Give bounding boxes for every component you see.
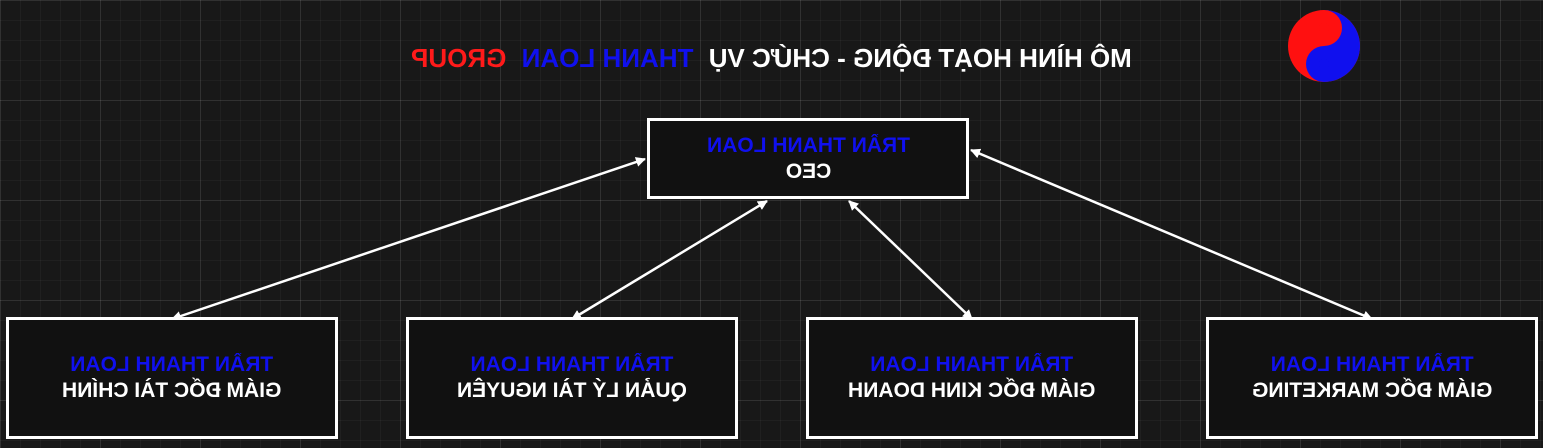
ceo-node: TRẦN THANH LOAN CEO [647,118,969,199]
department-name: TRẦN THANH LOAN [470,353,674,376]
ceo-node-content: TRẦN THANH LOAN CEO [707,133,910,185]
department-name: TRẦN THANH LOAN [1270,353,1474,376]
department-node-content: TRẦN THANH LOAN GIÁM ĐỐC MARKETING [1252,352,1492,404]
department-role: GIÁM ĐỐC MARKETING [1251,379,1493,402]
department-node-content: TRẦN THANH LOAN GIÁM ĐỐC TÀI CHÍNH [62,352,281,404]
connector-ceo-marketing [970,148,1373,321]
department-node-resources: TRẦN THANH LOAN QUẢN LÝ TÀI NGUYÊN [406,317,738,439]
yin-yang-icon [1288,10,1360,82]
department-node-content: TRẦN THANH LOAN GIÁM ĐỐC KINH DOANH [848,352,1095,404]
ceo-role: CEO [785,159,831,183]
department-node-content: TRẦN THANH LOAN QUẢN LÝ TÀI NGUYÊN [457,352,687,404]
department-name: TRẦN THANH LOAN [870,353,1074,376]
department-name: TRẦN THANH LOAN [70,353,274,376]
department-node-finance: TRẦN THANH LOAN GIÁM ĐỐC TÀI CHÍNH [6,317,338,439]
department-role: GIÁM ĐỐC TÀI CHÍNH [62,379,282,402]
department-node-business: TRẦN THANH LOAN GIÁM ĐỐC KINH DOANH [806,317,1138,439]
department-role: GIÁM ĐỐC KINH DOANH [848,379,1096,402]
connector-ceo-business [848,200,973,320]
department-role: QUẢN LÝ TÀI NGUYÊN [457,379,687,402]
ceo-name: TRẦN THANH LOAN [706,133,910,157]
connector-ceo-finance [171,157,646,321]
department-node-marketing: TRẦN THANH LOAN GIÁM ĐỐC MARKETING [1206,317,1538,439]
connector-ceo-resources [571,199,768,321]
